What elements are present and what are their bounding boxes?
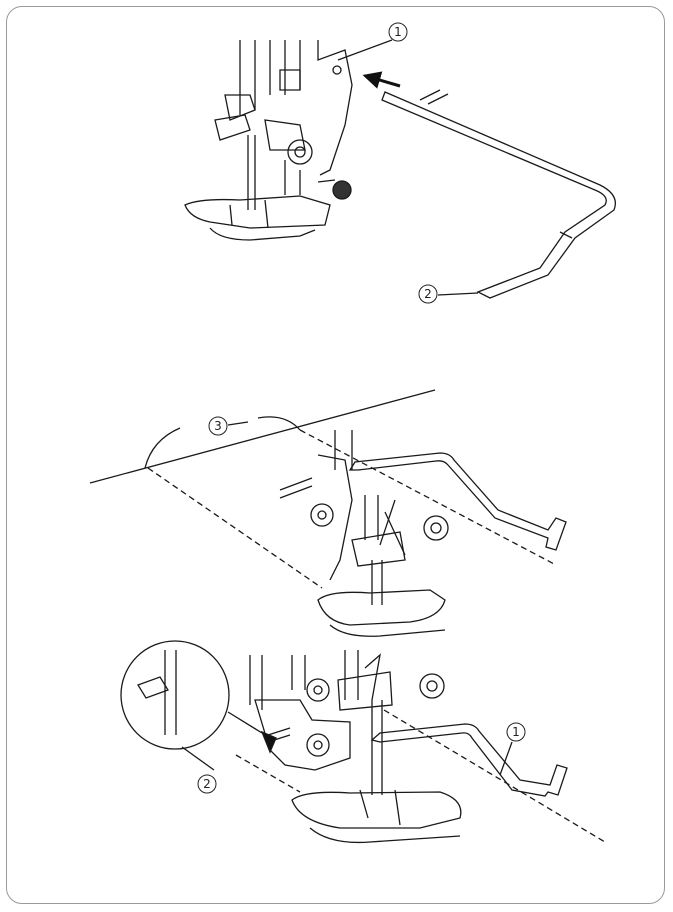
fabric-sheet [89, 389, 557, 589]
svg-text:2: 2 [424, 287, 432, 301]
quilting-guide-bar-3 [370, 723, 568, 797]
callout-3-fig2: 3 [208, 416, 228, 436]
figure-3 [120, 640, 606, 844]
callout-1-fig1: 1 [388, 22, 408, 42]
magnifier-inset [120, 640, 263, 771]
quilting-guide-bar-1 [381, 89, 617, 299]
arrow-icon [362, 71, 401, 89]
svg-text:3: 3 [214, 419, 222, 433]
callout-2-fig3: 2 [197, 774, 217, 794]
callout-1-fig3: 1 [506, 722, 526, 742]
presser-foot-3 [249, 650, 462, 844]
svg-text:2: 2 [203, 777, 211, 791]
presser-foot-1 [184, 40, 353, 241]
figure-2 [89, 389, 567, 637]
svg-text:1: 1 [394, 25, 402, 39]
quilting-guide-bar-2 [348, 452, 567, 551]
figure-1 [184, 39, 617, 299]
svg-text:1: 1 [512, 725, 520, 739]
presser-foot-2 [279, 430, 449, 637]
callout-2-fig1: 2 [418, 284, 438, 304]
